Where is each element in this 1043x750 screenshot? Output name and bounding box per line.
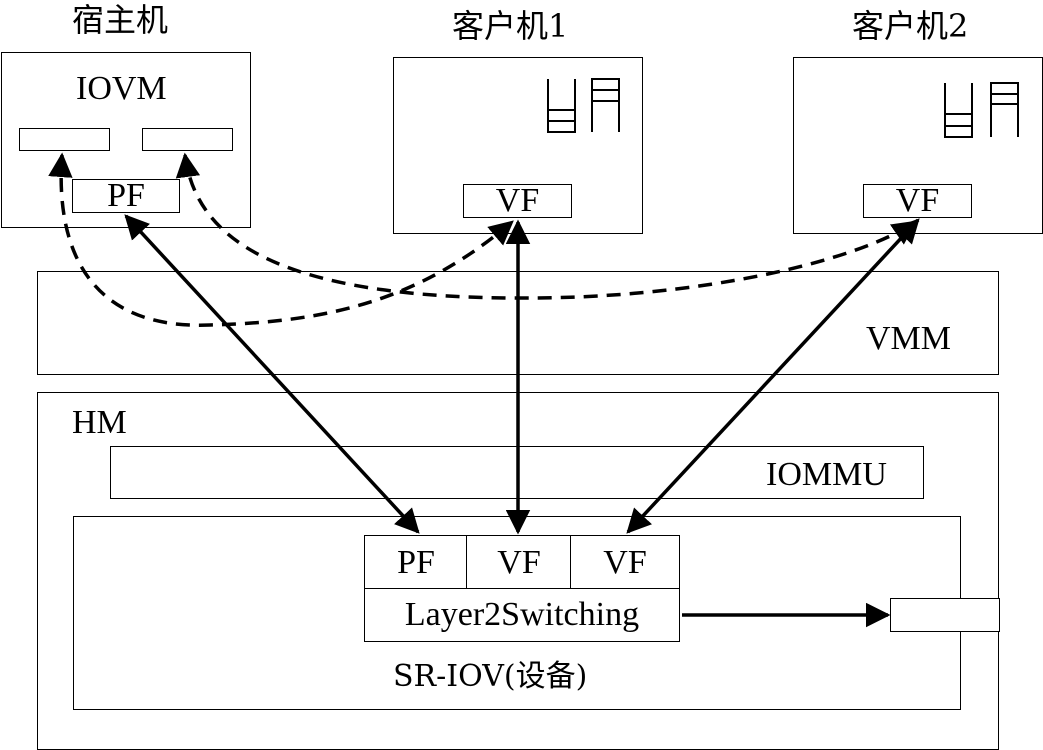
link-host-pf-device-pf [124,214,420,534]
iovm-buffer-2 [142,128,233,151]
guest2-title: 客户机2 [852,7,969,45]
sriov-label: SR-IOV(设备) [393,659,588,694]
layer2-switching: Layer2Switching [364,588,680,642]
device-vf-2: VF [570,535,680,590]
device-pf: PF [364,535,468,590]
host-title: 宿主机 [72,1,169,39]
link-guest2-vf-device-vf [626,218,920,534]
dashed-link-buffer2-guest2 [175,152,918,300]
iovm-buffer-1 [19,128,110,151]
hm-label: HM [72,404,127,441]
dashed-link-buffer1-guest1 [48,152,514,327]
external-port [890,598,1000,632]
device-vf-1: VF [466,535,572,590]
guest1-title: 客户机1 [452,7,569,45]
guest1-queue-icon [547,78,620,133]
iovm-label: IOVM [76,70,167,107]
guest2-queue-icon [944,82,1019,138]
